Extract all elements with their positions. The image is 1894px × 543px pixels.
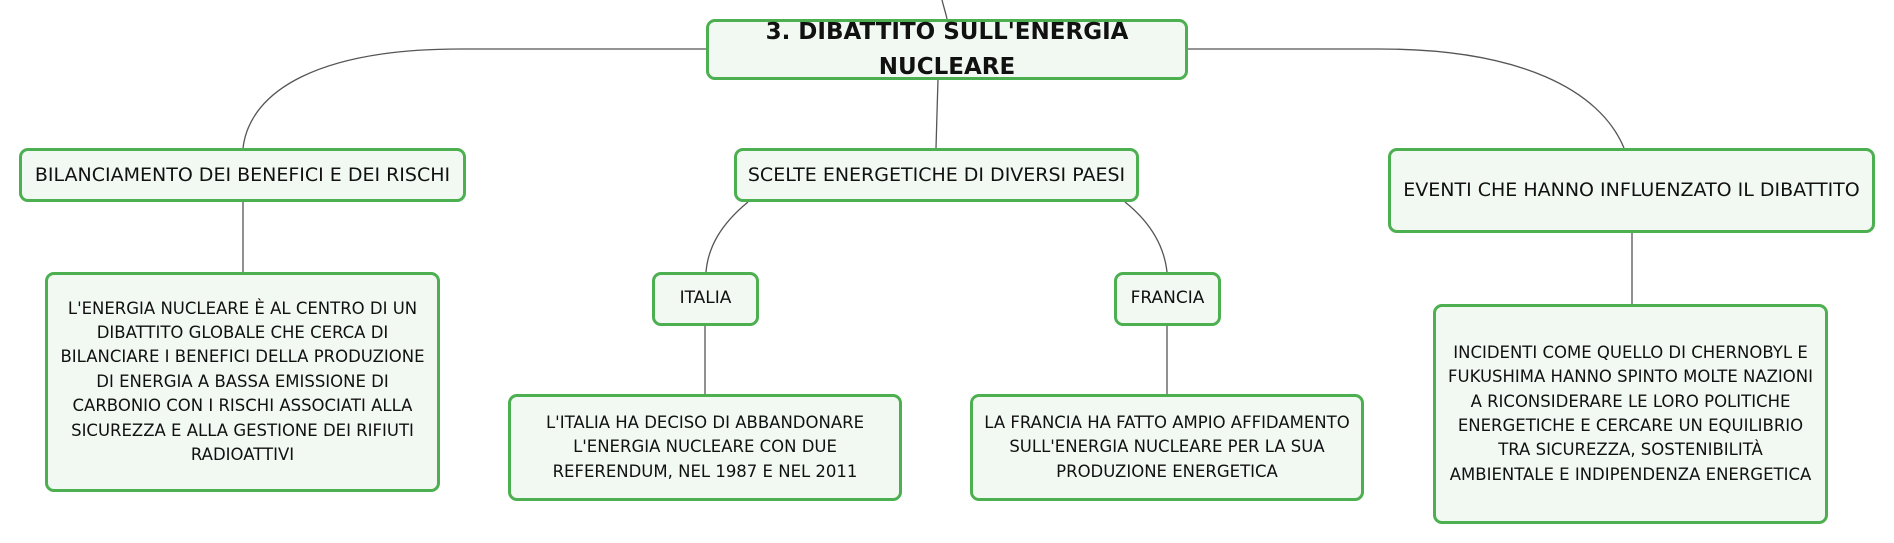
connector-root-benefici xyxy=(242,48,706,149)
subtopic-francia-label: FRANCIA xyxy=(1130,288,1205,309)
topic-scelte-energetiche[interactable]: SCELTE ENERGETICHE DI DIVERSI PAESI xyxy=(734,148,1139,202)
topic-eventi[interactable]: EVENTI CHE HANNO INFLUENZATO IL DIBATTIT… xyxy=(1388,148,1875,233)
topic-benefici-rischi[interactable]: BILANCIAMENTO DEI BENEFICI E DEI RISCHI xyxy=(19,148,466,202)
connector-root-scelte xyxy=(935,78,939,149)
detail-italia[interactable]: L'ITALIA HA DECISO DI ABBANDONARE L'ENER… xyxy=(508,394,902,501)
detail-benefici-rischi[interactable]: L'ENERGIA NUCLEARE È AL CENTRO DI UN DIB… xyxy=(45,272,440,492)
subtopic-francia[interactable]: FRANCIA xyxy=(1114,272,1221,326)
subtopic-italia-label: ITALIA xyxy=(679,288,732,309)
detail-francia[interactable]: LA FRANCIA HA FATTO AMPIO AFFIDAMENTO SU… xyxy=(970,394,1364,501)
topic-eventi-label: EVENTI CHE HANNO INFLUENZATO IL DIBATTIT… xyxy=(1403,179,1860,202)
connector-incoming xyxy=(941,0,948,20)
connector-root-eventi xyxy=(1187,48,1625,149)
detail-italia-text: L'ITALIA HA DECISO DI ABBANDONARE L'ENER… xyxy=(545,412,865,481)
detail-francia-text: LA FRANCIA HA FATTO AMPIO AFFIDAMENTO SU… xyxy=(984,412,1350,481)
root-topic-label: 3. DIBATTITO SULL'ENERGIA NUCLEARE xyxy=(765,19,1129,80)
detail-benefici-rischi-text: L'ENERGIA NUCLEARE È AL CENTRO DI UN DIB… xyxy=(60,298,425,465)
connector-scelte-italia xyxy=(705,201,749,273)
subtopic-italia[interactable]: ITALIA xyxy=(652,272,759,326)
detail-eventi[interactable]: INCIDENTI COME QUELLO DI CHERNOBYL E FUK… xyxy=(1433,304,1828,524)
topic-benefici-rischi-label: BILANCIAMENTO DEI BENEFICI E DEI RISCHI xyxy=(34,163,451,186)
root-topic-node[interactable]: 3. DIBATTITO SULL'ENERGIA NUCLEARE xyxy=(706,19,1188,80)
topic-scelte-energetiche-label: SCELTE ENERGETICHE DI DIVERSI PAESI xyxy=(747,163,1126,186)
connector-scelte-francia xyxy=(1124,201,1168,273)
detail-eventi-text: INCIDENTI COME QUELLO DI CHERNOBYL E FUK… xyxy=(1448,342,1813,484)
